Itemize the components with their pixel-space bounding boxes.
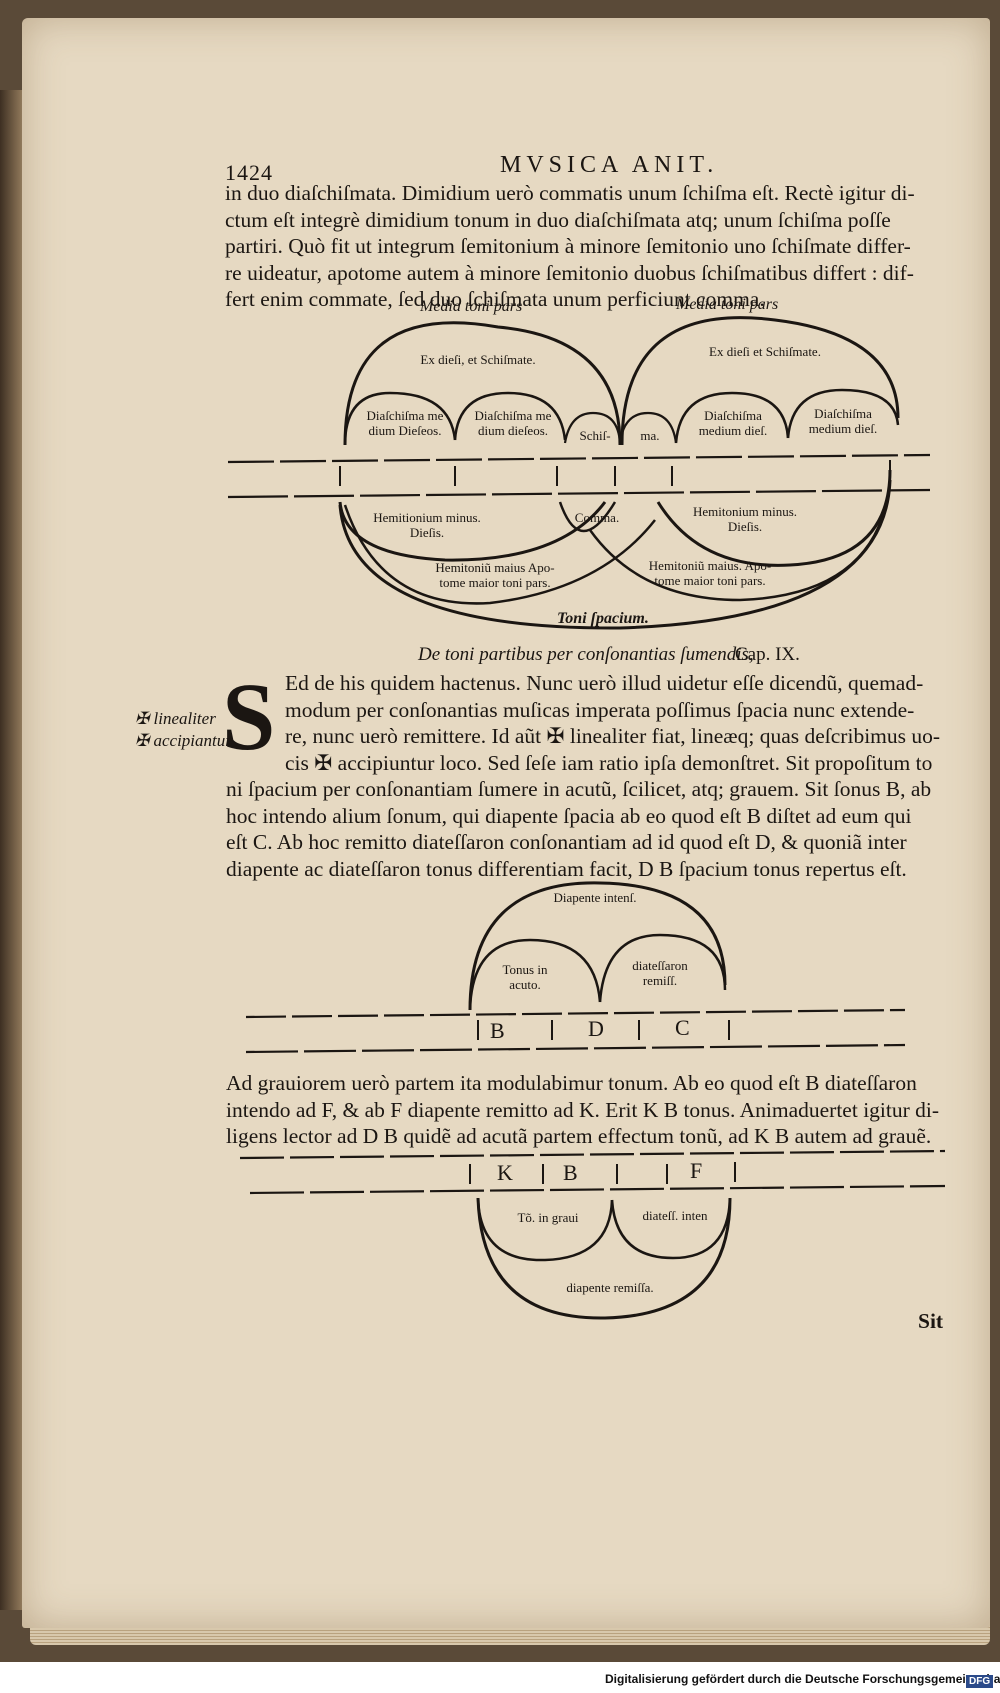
arc-label-diatess-inten: diateſſ. inten: [642, 1208, 708, 1223]
digitization-credit: Digitalisierung gefördert durch die Deut…: [605, 1672, 1000, 1686]
text-line: modum per conſonantias muſicas imperata …: [285, 697, 915, 722]
text-line: diapente ac diateſſaron tonus differenti…: [226, 856, 907, 881]
arc-label-ex-diesi-left: Ex dieſi, et Schiſmate.: [420, 352, 536, 367]
note-letter-k: K: [497, 1160, 513, 1185]
arc-label-diapente-remissa: diapente remiſſa.: [566, 1280, 654, 1295]
arc-label-ma: ma.: [640, 428, 660, 443]
arc-label-hemitonium-minus-left: Hemitionium minus. Dieſis.: [373, 510, 481, 540]
text-line: Ed de his quidem hactenus. Nunc uerò ill…: [285, 671, 924, 695]
text-line: Ad grauiorem uerò partem ita modulabimur…: [226, 1071, 917, 1095]
paragraph-2: ni ſpacium per conſonantiam ſumere in ac…: [226, 776, 931, 882]
paragraph-2-indented: Ed de his quidem hactenus. Nunc uerò ill…: [285, 670, 940, 776]
arc-label-tonus-in-graui: Tõ. in graui: [517, 1210, 579, 1225]
note-letter-b: B: [490, 1018, 505, 1043]
arc-label-diaschisma-3: Diaſchiſma medium dieſ.: [698, 408, 768, 438]
chapter-heading: De toni partibus per conſonantias ſumend…: [418, 644, 754, 665]
arc-label-diaschisma-4: Diaſchiſma medium dieſ.: [808, 406, 878, 436]
arc-label-schis: Schiſ-: [579, 428, 611, 443]
arc-label-diaschisma-1: Diaſchiſma me dium Dieſeos.: [366, 408, 444, 438]
note-letter-c: C: [675, 1015, 690, 1040]
catchword: Sit: [918, 1309, 944, 1333]
text-line: ligens lector ad D B quidẽ ad acutã part…: [226, 1124, 932, 1148]
text-line: partiri. Quò fit ut integrum ſemitonium …: [225, 234, 911, 258]
arc-label-apotome-right: Hemitoniũ maius. Apo- tome maior toni pa…: [648, 558, 772, 588]
arc-label-comma: Comma.: [574, 510, 620, 525]
running-head: MVSICA ANIT.: [500, 152, 719, 178]
diagram-1-caption-right: Media toni pars: [676, 296, 779, 313]
text-line: eſt C. Ab hoc remitto diateſſaron conſon…: [226, 830, 907, 854]
arc-label-hemitonium-minus-right: Hemitonium minus. Dieſis.: [693, 504, 797, 534]
text-line: intendo ad F, & ab F diapente remitto ad…: [226, 1097, 940, 1122]
text-line: re uideatur, apotome autem à minore ſemi…: [225, 260, 914, 285]
arc-label-diapente-intens: Diapente intenſ.: [553, 890, 637, 905]
margin-note-line: ✠ linealiter: [135, 709, 216, 728]
arc-label-apotome-left: Hemitoniũ maius Apo- tome maior toni par…: [435, 560, 555, 590]
book-page: [22, 18, 990, 1628]
diagram-1-caption-left: Media toni pars: [420, 298, 523, 315]
paragraph-3: Ad grauiorem uerò partem ita modulabimur…: [226, 1070, 939, 1150]
text-line: in duo diaſchiſmata. Dimidium uerò comma…: [225, 181, 915, 205]
text-line: hoc intendo alium ſonum, qui diapente ſp…: [226, 803, 912, 828]
arc-label-diatessaron-remiss: diateſſaron remiſſ.: [632, 958, 688, 988]
text-line: re, nunc uerò remittere. Id aũt ✠ lineal…: [285, 724, 941, 748]
arc-label-toni-spacium: Toni ſpacium.: [557, 610, 649, 627]
margin-note: ✠ linealiter ✠ accipiantur: [135, 708, 232, 752]
text-line: fert enim commate, ſed duo ſchiſmata unu…: [225, 287, 765, 311]
text-line: ni ſpacium per conſonantiam ſumere in ac…: [226, 777, 932, 801]
text-line: cis ✠ accipiuntur loco. Sed ſeſe iam rat…: [285, 750, 933, 775]
note-letter-f: F: [690, 1158, 703, 1183]
dfg-logo-text: DFG: [966, 1675, 994, 1688]
note-letter-d: D: [588, 1016, 604, 1041]
chapter-number: Cap. IX.: [735, 644, 800, 665]
arc-label-ex-diesi-right: Ex dieſi et Schiſmate.: [709, 344, 821, 359]
margin-note-line: ✠ accipiantur: [135, 731, 232, 750]
dfg-logo: DFG: [966, 1671, 994, 1689]
text-line: ctum eſt integrè dimidium tonum in duo d…: [225, 207, 891, 232]
arc-label-diaschisma-2: Diaſchiſma me dium dieſeos.: [474, 408, 552, 438]
note-letter-b: B: [563, 1160, 578, 1185]
paragraph-1: in duo diaſchiſmata. Dimidium uerò comma…: [225, 180, 915, 313]
folio-number: 1424: [225, 160, 273, 185]
arc-label-tonus-in-acuto: Tonus in acuto.: [502, 962, 548, 992]
drop-cap: S: [222, 663, 276, 770]
